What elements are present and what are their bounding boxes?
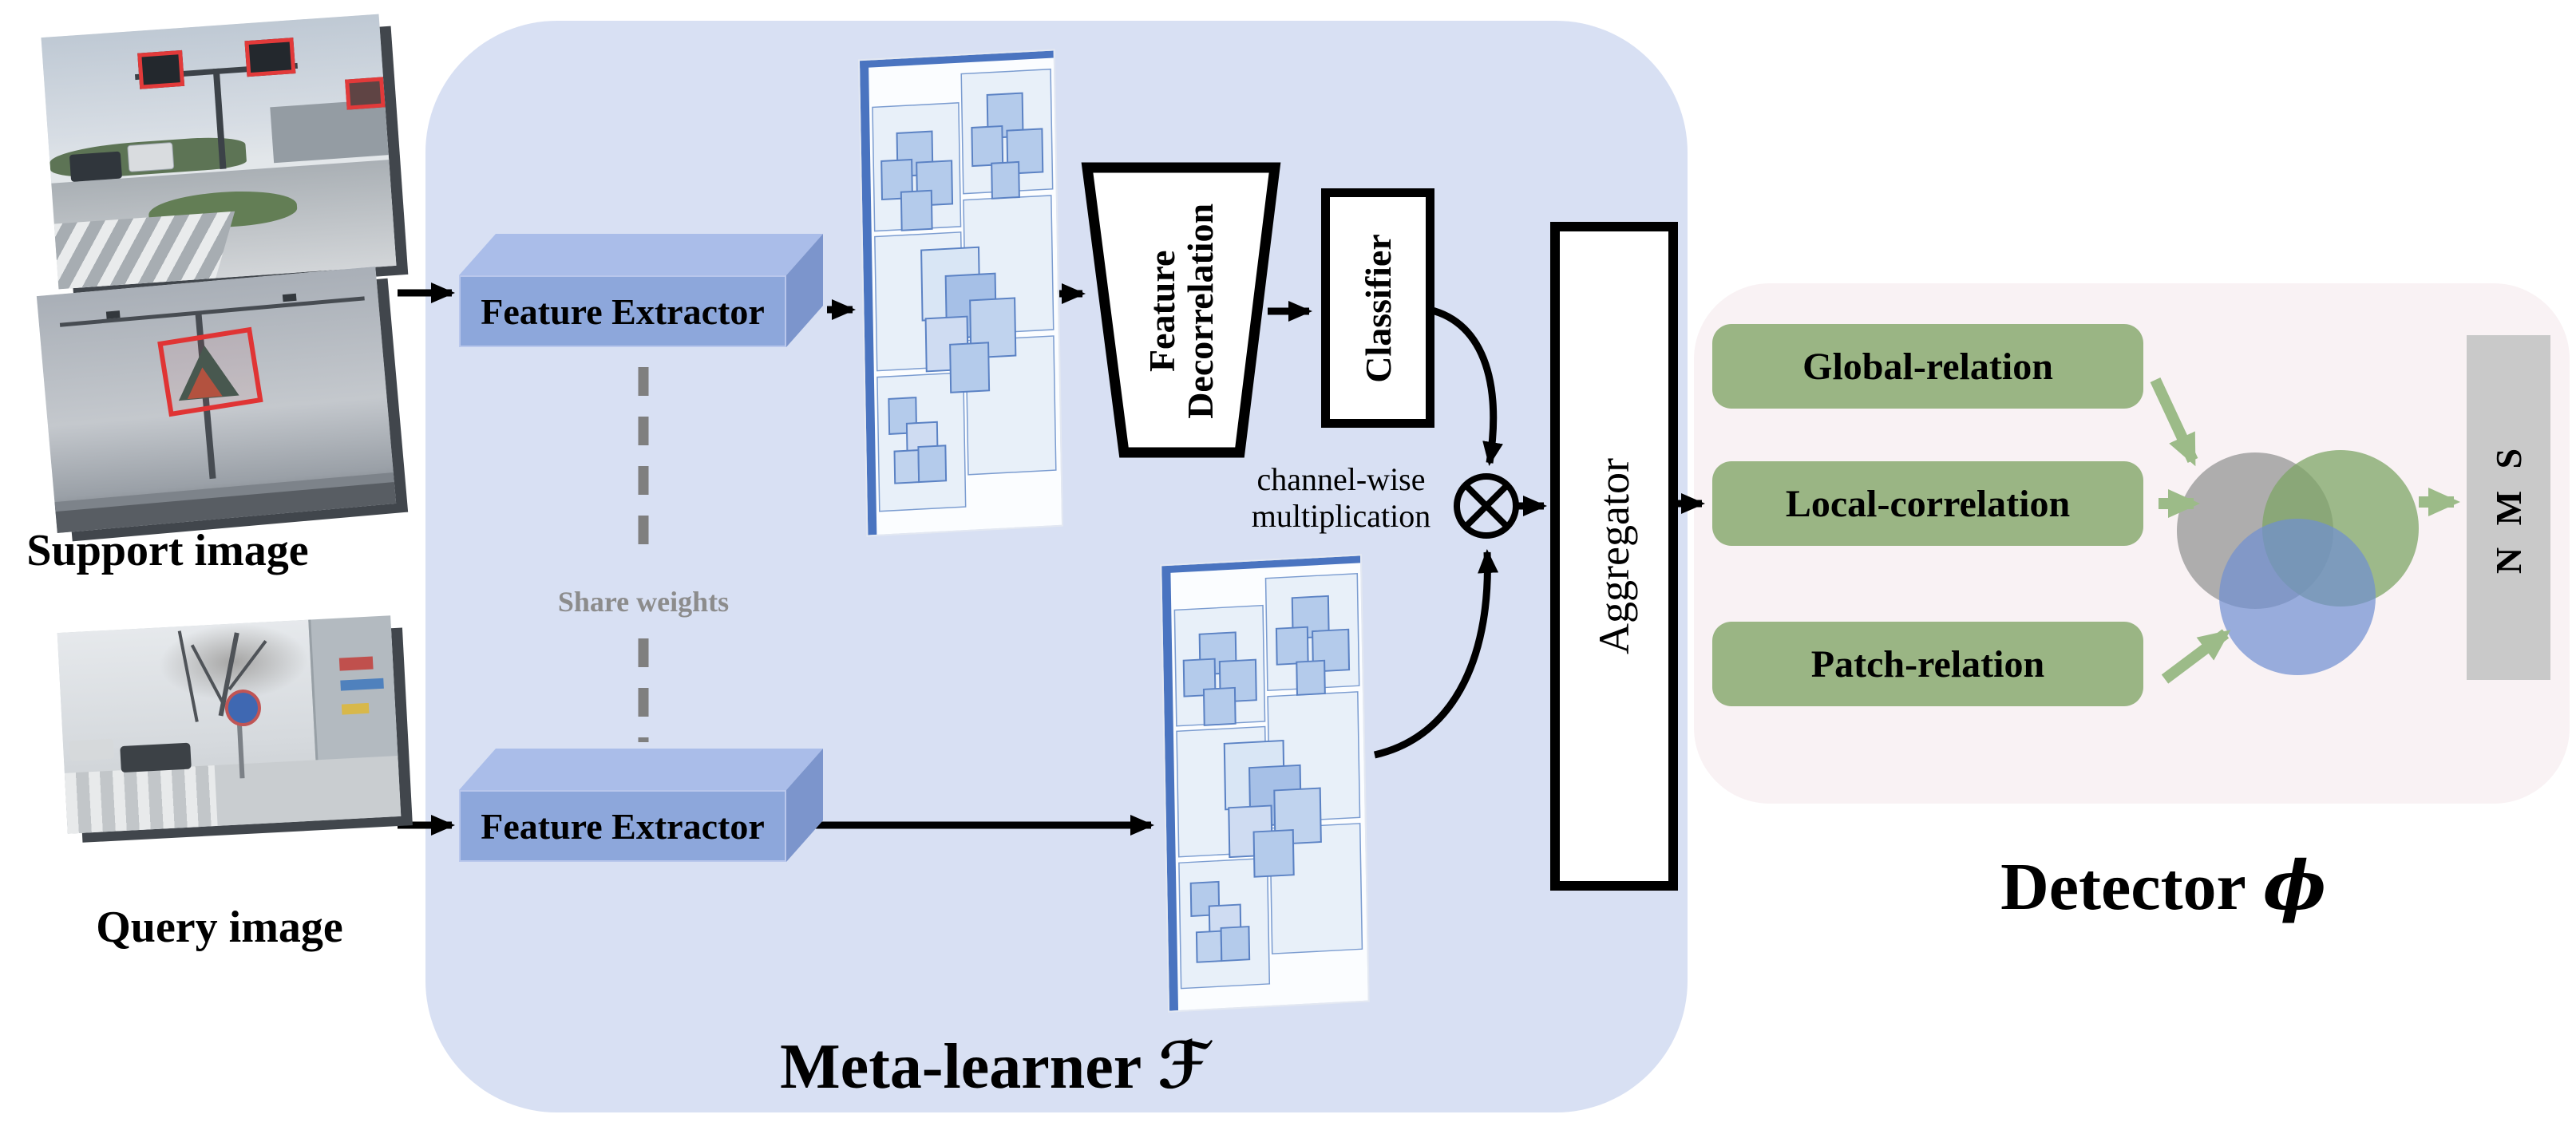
feature-map-support (857, 49, 1064, 537)
scene-decor (459, 234, 824, 275)
detector-title: Detector ϕ (1856, 846, 2471, 926)
venn-blue-circle (2219, 519, 2376, 675)
venn-diagram (2177, 450, 2419, 675)
patch-relation-label: Patch-relation (1810, 642, 2045, 686)
channel-wise-multiplication-label: channel-wise multiplication (1251, 461, 1431, 534)
arrow-patch-to-fusion (2161, 629, 2231, 684)
scene-decor (69, 151, 123, 183)
query-image-label: Query image (96, 903, 343, 952)
annotation-bbox (244, 38, 296, 77)
classifier-label: Classifier (1357, 233, 1399, 383)
aggregator-label: Aggregator (1590, 458, 1638, 654)
feature-extractor-query-label: Feature Extractor (481, 805, 765, 847)
support-image-top (41, 14, 397, 290)
arrow-feature-map-to-multiply (1374, 549, 1499, 759)
support-image-label: Support image (26, 526, 309, 575)
nms-box: N M S (2467, 335, 2550, 680)
feature-map-query (1160, 554, 1370, 1013)
arrow-classifier-to-multiply (1419, 304, 1503, 466)
feature-extractor-support-box: Feature Extractor (459, 234, 824, 347)
meta-learner-panel (425, 21, 1688, 1112)
arrow-global-to-fusion (2150, 377, 2198, 467)
feature-decorrelation-label: Feature Decorrelation (1142, 203, 1221, 419)
detector-title-word: Detector (2000, 850, 2246, 924)
annotation-bbox (157, 326, 263, 417)
annotation-bbox (137, 50, 185, 89)
detector-title-symbol: ϕ (2262, 846, 2326, 925)
support-image-bottom (36, 267, 397, 533)
scene-decor (41, 211, 235, 290)
scene-decor (307, 615, 399, 776)
share-weights-label: Share weights (557, 586, 730, 618)
local-correlation-label: Local-correlation (1785, 482, 2071, 525)
aggregator-box: Aggregator (1550, 222, 1678, 891)
scene-decor (459, 749, 824, 790)
classifier-box: Classifier (1321, 188, 1434, 428)
scene-decor (64, 765, 218, 834)
meta-learner-title: Meta-learner ℱ (635, 1028, 1354, 1104)
scene-decor (342, 703, 370, 715)
scene-decor (270, 99, 389, 164)
scene-decor (120, 742, 192, 773)
patch-relation-box: Patch-relation (1712, 622, 2143, 706)
nms-label: N M S (2488, 441, 2530, 574)
global-relation-box: Global-relation (1712, 324, 2143, 409)
scene-decor (69, 738, 114, 761)
global-relation-label: Global-relation (1802, 345, 2053, 388)
meta-learner-title-word: Meta-learner (780, 1032, 1142, 1102)
channel-multiply-icon (1454, 473, 1519, 539)
scene-decor (106, 310, 121, 319)
feature-decorrelation-label-wrap: Feature Decorrelation (1050, 180, 1313, 443)
local-correlation-box: Local-correlation (1712, 461, 2143, 546)
feature-decorrelation-funnel (1081, 162, 1281, 458)
feature-extractor-support-label: Feature Extractor (481, 290, 765, 332)
scene-decor (338, 656, 374, 671)
meta-learner-title-symbol: ℱ (1157, 1028, 1209, 1103)
annotation-bbox (344, 77, 386, 111)
scene-decor (126, 142, 175, 172)
feature-extractor-query-box: Feature Extractor (459, 749, 824, 862)
scene-decor (282, 294, 297, 302)
query-image (57, 615, 402, 834)
